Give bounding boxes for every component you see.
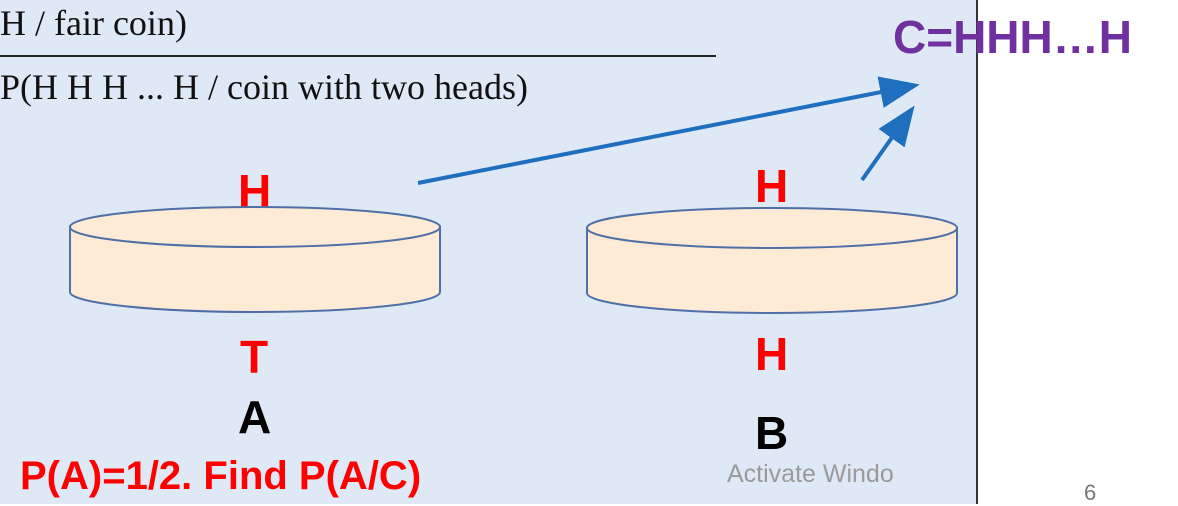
coin-b-top-face [587,208,957,248]
coin-b [587,208,957,313]
arrow-b-to-c [862,112,910,180]
coin-a-top-face [70,207,440,247]
arrow-a-to-c [418,86,912,183]
coin-a [70,207,440,312]
event-c-label: C=HHH…H [893,10,1132,64]
